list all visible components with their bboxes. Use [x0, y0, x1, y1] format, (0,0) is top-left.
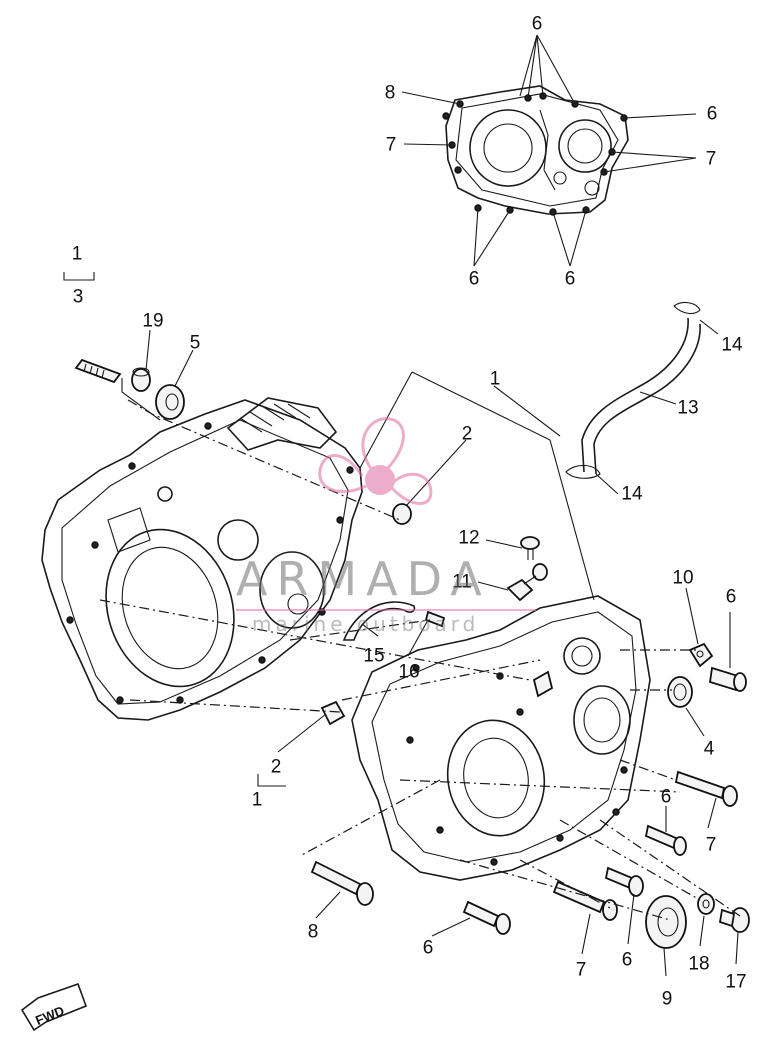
callout-10: 10: [672, 567, 694, 589]
drain-bolt-17: [718, 907, 750, 933]
watermark-brand: ARMADA: [236, 552, 491, 606]
bolt-7-lower: [552, 880, 618, 921]
callout-6: 6: [422, 937, 434, 959]
right-crankcase-half: [351, 595, 651, 881]
callout-7: 7: [575, 959, 587, 981]
watermark-sub: marine outboard: [252, 612, 480, 636]
bolt-8-lower: [310, 860, 374, 906]
stud-bolt-3: [74, 358, 122, 384]
screw-16: [424, 610, 446, 628]
callout-5: 5: [189, 332, 201, 354]
callout-9: 9: [661, 988, 673, 1010]
callout-6: 6: [564, 268, 576, 290]
callout-14: 14: [621, 483, 643, 505]
callout-15: 15: [363, 645, 385, 667]
dowel-pin-2-lower: [320, 700, 346, 726]
screw-12: [520, 536, 540, 560]
callout-6: 6: [468, 268, 480, 290]
circlip-15: [342, 601, 416, 641]
breather-fitting-11: [506, 563, 548, 602]
callout-12: 12: [458, 527, 480, 549]
callout-7: 7: [705, 148, 717, 170]
bolt-6-lower-left: [462, 900, 511, 935]
oil-seal-5: [155, 384, 185, 420]
bolt-6-right: [709, 666, 747, 692]
assembly-lines: [99, 399, 741, 921]
leader-lines: [121, 319, 739, 977]
callout-4: 4: [703, 738, 715, 760]
callout-11: 11: [452, 571, 472, 593]
clamp-10: [688, 642, 714, 668]
bolt-6-mid: [644, 824, 687, 856]
callout-7: 7: [385, 134, 397, 156]
inset-bolt-holes: [442, 92, 628, 216]
breather-hose-13: [581, 317, 701, 475]
group-bracket-1-2: [257, 774, 286, 787]
callout-2: 2: [270, 756, 282, 778]
callout-8: 8: [384, 82, 396, 104]
callout-3: 3: [72, 286, 84, 308]
dowel-pin-2-upper: [392, 503, 412, 525]
callout-18: 18: [688, 953, 710, 975]
bolt-7-right: [674, 770, 738, 807]
callout-7: 7: [705, 834, 717, 856]
callout-16: 16: [398, 661, 420, 683]
hose-clip-14-top: [673, 301, 701, 315]
brand-logo-watermark: [318, 417, 433, 505]
callout-2: 2: [461, 423, 473, 445]
oil-seal-9: [645, 895, 687, 949]
callout-17: 17: [725, 971, 747, 993]
callout-1: 1: [71, 243, 83, 265]
bolt-6-lower-right: [604, 866, 644, 897]
callout-6: 6: [531, 13, 543, 35]
callout-8: 8: [307, 921, 319, 943]
callout-1: 1: [489, 368, 501, 390]
crankcase-inset-view: [401, 34, 697, 267]
callout-6: 6: [706, 103, 718, 125]
oil-seal-4: [667, 676, 693, 708]
fwd-arrow-icon: [20, 982, 88, 1032]
callout-19: 19: [142, 310, 164, 332]
callout-6: 6: [725, 586, 737, 608]
hose-clip-14-mid: [565, 464, 601, 479]
callout-6: 6: [660, 786, 672, 808]
washer-18: [697, 893, 715, 915]
group-bracket-1-3: [63, 272, 95, 281]
callout-1: 1: [251, 789, 263, 811]
callout-13: 13: [677, 397, 699, 419]
callout-6: 6: [621, 949, 633, 971]
callout-14: 14: [721, 334, 743, 356]
plug-19: [131, 367, 151, 392]
